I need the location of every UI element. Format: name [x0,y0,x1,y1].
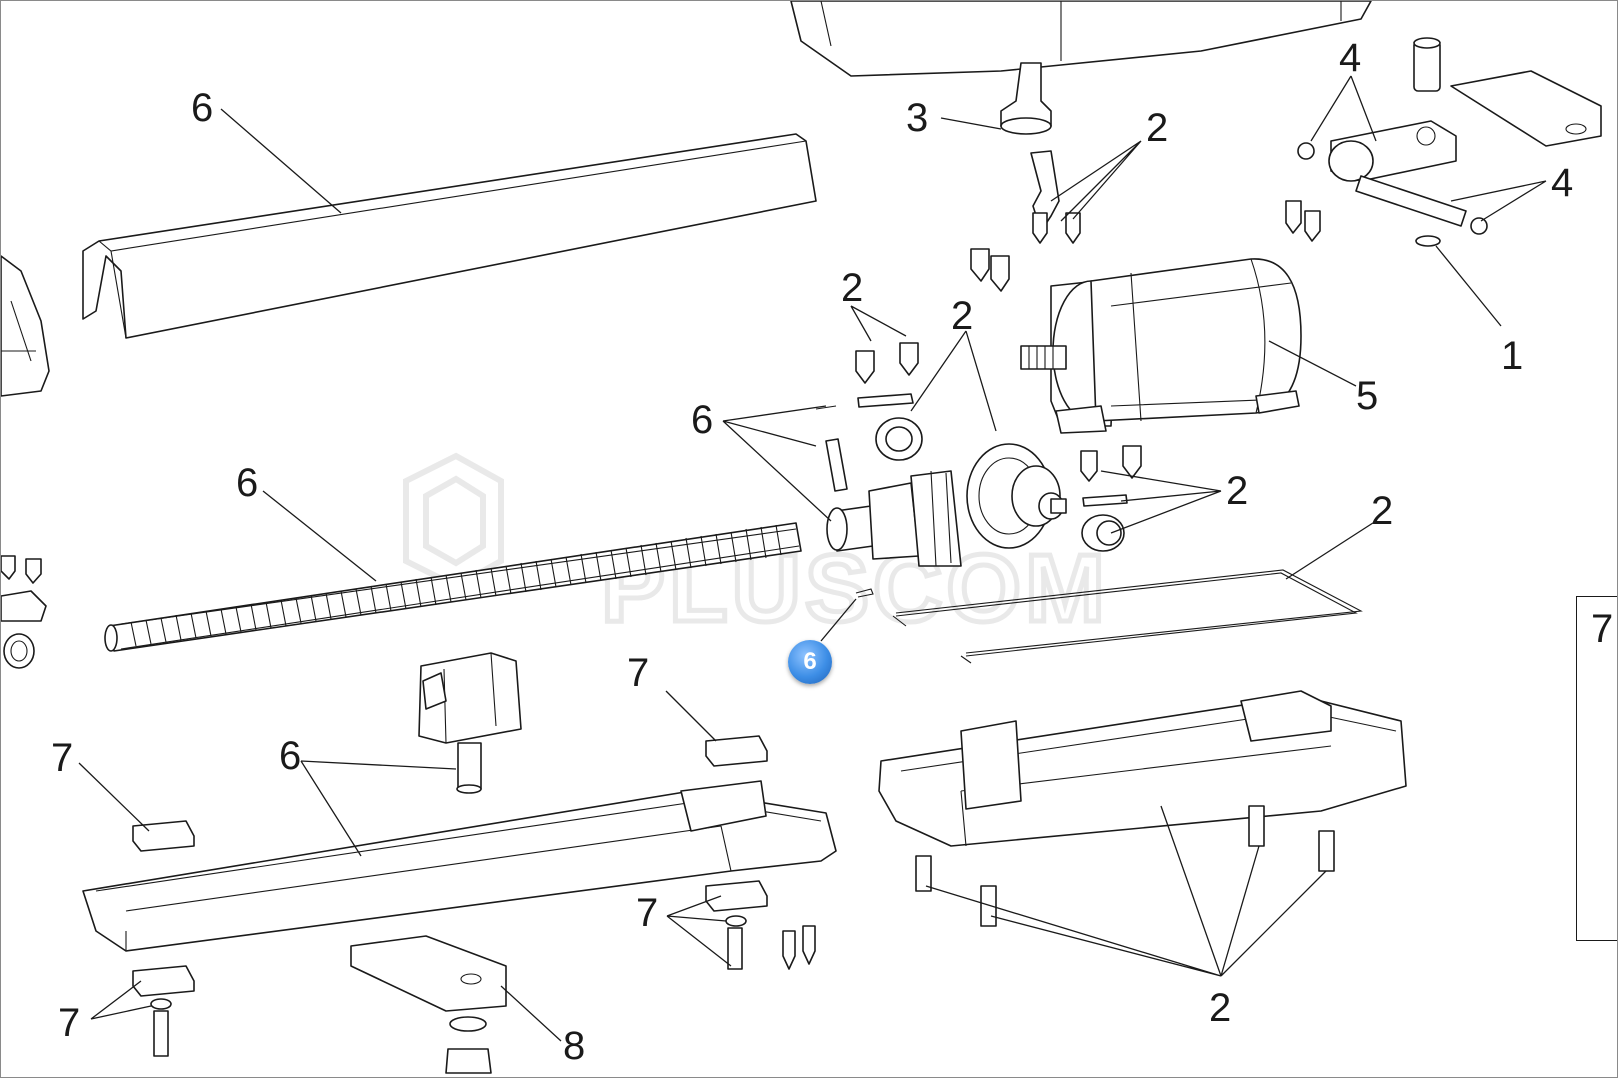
gear-pins [815,405,848,492]
label-6-cover: 6 [191,86,213,130]
left-screws-fragment [1,555,47,669]
label-6-screw: 6 [236,461,258,505]
label-5: 5 [1356,374,1378,418]
label-2-gears: 2 [951,294,973,338]
spring-clip [855,588,874,598]
gasket-seal [892,569,1363,664]
pivot-block-part [418,652,522,794]
label-3: 3 [906,96,928,140]
label-6-pins: 6 [691,398,713,442]
mounting-plate [350,935,507,1074]
gearbox-screws [855,342,923,461]
electric-motor-part [1020,258,1302,434]
label-2-screws: 2 [841,266,863,310]
bearing-parts [1080,445,1142,552]
label-7-cluster: 7 [636,891,658,935]
label-2-top: 2 [1146,106,1168,150]
callout-labels: 6 3 2 4 4 1 5 2 2 6 6 2 2 7 7 6 7 7 8 2 [51,36,1573,1068]
label-4-right: 4 [1551,161,1573,205]
label-2-gasket: 2 [1371,489,1393,533]
drive-gears [826,443,1067,567]
label-2-bottom: 2 [1209,986,1231,1030]
left-housing-fragment [1,255,50,397]
top-cover-part [82,133,817,339]
label-4-top: 4 [1339,36,1361,80]
label-2-mid: 2 [1226,469,1248,513]
label-1: 1 [1501,334,1523,378]
lower-rail-housing [82,780,837,952]
worm-screw-shaft [104,522,802,652]
gearbox-housing [878,690,1407,847]
side-tab-label: 7 [1591,607,1614,651]
label-7-bottom: 7 [58,1001,80,1045]
label-7-pad-left: 7 [51,736,73,780]
release-pawl-parts [970,150,1081,292]
leader-lines [78,75,1547,1042]
label-8: 8 [563,1024,585,1068]
upper-housing [790,1,1372,135]
link-arm-assembly [1285,37,1602,247]
label-6-block: 6 [279,734,301,778]
label-7-pad-top: 7 [627,651,649,695]
nut-pads [132,735,768,997]
side-panel-tab[interactable]: 7 [1576,596,1617,941]
part-hotspot-6[interactable]: 6 [788,640,832,684]
